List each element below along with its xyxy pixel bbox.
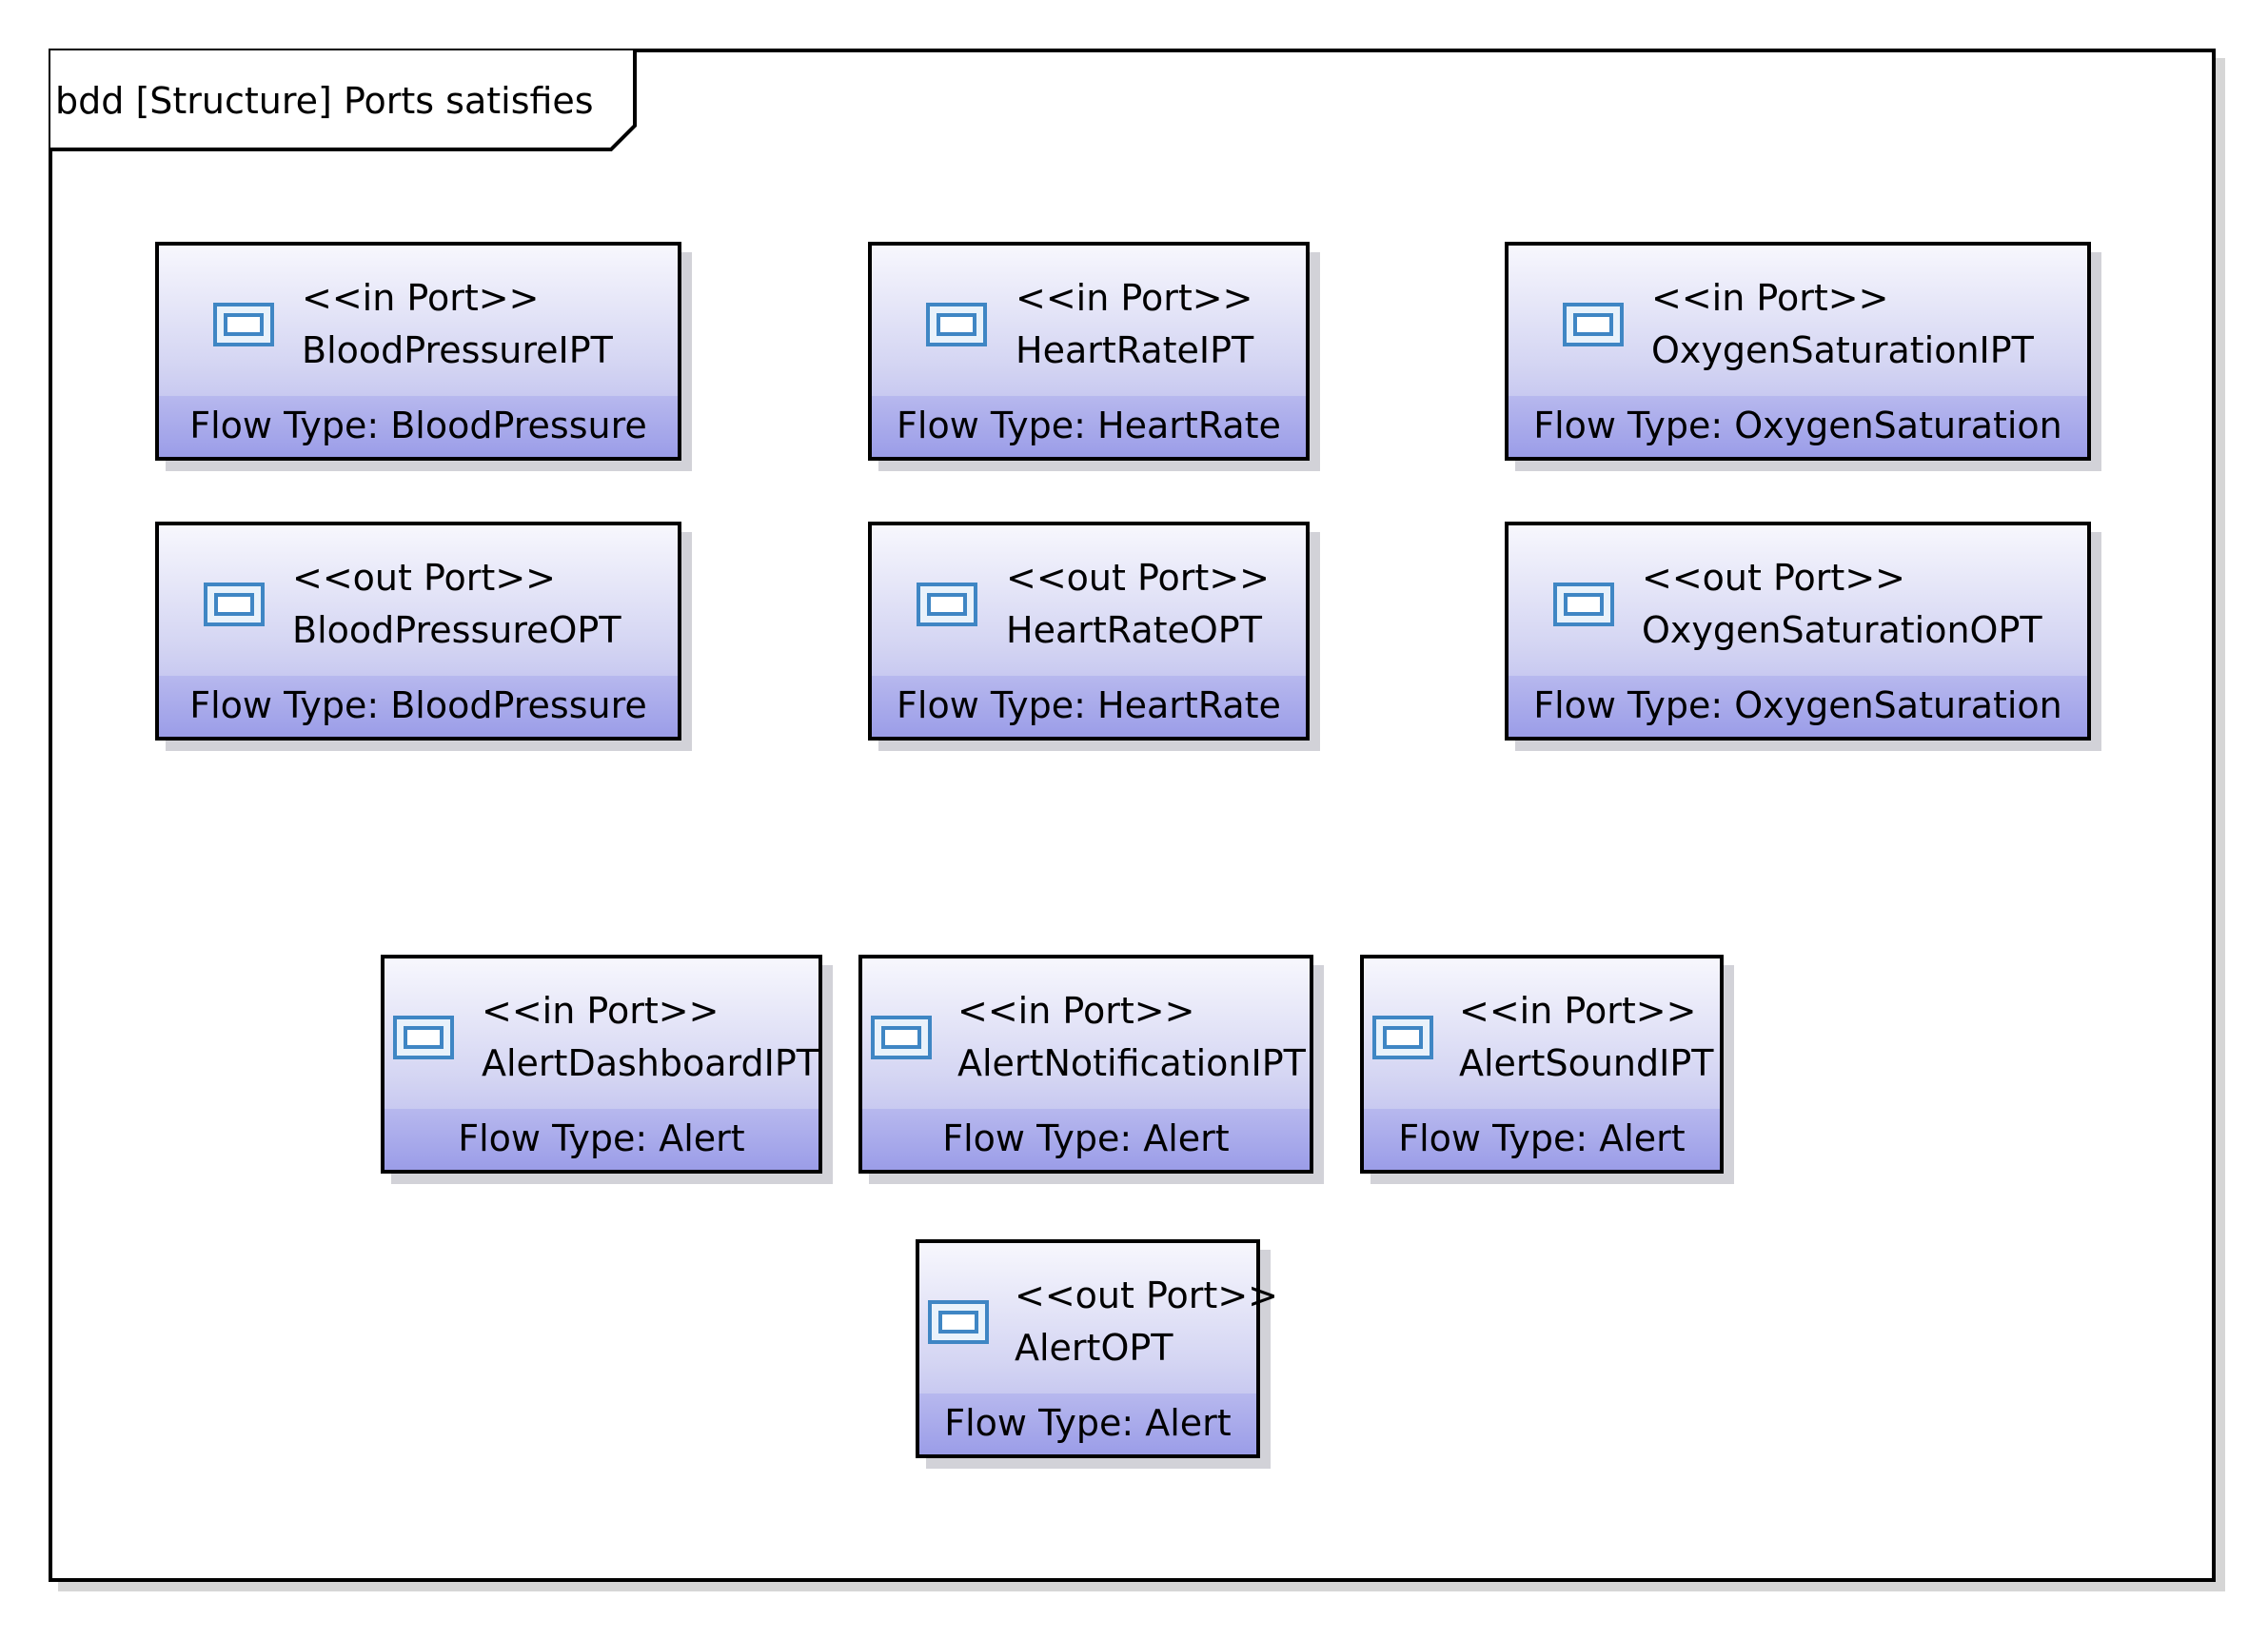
block-name: BloodPressureIPT bbox=[302, 329, 613, 371]
frame-title-tab bbox=[49, 49, 639, 153]
port-icon bbox=[871, 1016, 932, 1059]
block-flow-type: Flow Type: OxygenSaturation bbox=[1533, 405, 2062, 446]
port-icon bbox=[917, 583, 977, 626]
port-icon bbox=[926, 303, 987, 346]
block-stereotype: <<in Port>> bbox=[302, 277, 540, 319]
block-stereotype: <<in Port>> bbox=[957, 990, 1195, 1032]
block-stereotype: <<out Port>> bbox=[1006, 557, 1271, 599]
block-stereotype: <<out Port>> bbox=[292, 557, 557, 599]
port-icon bbox=[213, 303, 274, 346]
block-name: HeartRateOPT bbox=[1006, 609, 1262, 651]
port-icon bbox=[1372, 1016, 1433, 1059]
block-name: AlertDashboardIPT bbox=[482, 1042, 818, 1084]
port-block-heart-rate-ipt[interactable]: <<in Port>> HeartRateIPT Flow Type: Hear… bbox=[868, 242, 1310, 461]
block-flow-type: Flow Type: BloodPressure bbox=[189, 405, 647, 446]
flow-type-compartment bbox=[1509, 396, 2087, 457]
flow-type-compartment bbox=[872, 676, 1306, 737]
block-flow-type: Flow Type: BloodPressure bbox=[189, 684, 647, 726]
block-name: AlertNotificationIPT bbox=[957, 1042, 1306, 1084]
block-name: AlertSoundIPT bbox=[1459, 1042, 1714, 1084]
flow-type-compartment bbox=[862, 1109, 1310, 1170]
flow-type-compartment bbox=[1364, 1109, 1720, 1170]
port-block-blood-pressure-opt[interactable]: <<out Port>> BloodPressureOPT Flow Type:… bbox=[155, 522, 681, 741]
flow-type-compartment bbox=[385, 1109, 818, 1170]
port-icon bbox=[928, 1300, 989, 1344]
port-block-oxygen-saturation-ipt[interactable]: <<in Port>> OxygenSaturationIPT Flow Typ… bbox=[1505, 242, 2091, 461]
port-block-alert-dashboard-ipt[interactable]: <<in Port>> AlertDashboardIPT Flow Type:… bbox=[381, 955, 822, 1174]
flow-type-compartment bbox=[159, 396, 678, 457]
diagram-title: bdd [Structure] Ports satisfies bbox=[55, 80, 594, 122]
block-flow-type: Flow Type: HeartRate bbox=[897, 684, 1281, 726]
port-block-alert-notification-ipt[interactable]: <<in Port>> AlertNotificationIPT Flow Ty… bbox=[858, 955, 1313, 1174]
port-block-alert-sound-ipt[interactable]: <<in Port>> AlertSoundIPT Flow Type: Ale… bbox=[1360, 955, 1724, 1174]
block-name: AlertOPT bbox=[1015, 1327, 1173, 1369]
port-icon bbox=[1563, 303, 1624, 346]
port-block-blood-pressure-ipt[interactable]: <<in Port>> BloodPressureIPT Flow Type: … bbox=[155, 242, 681, 461]
block-flow-type: Flow Type: Alert bbox=[458, 1117, 745, 1159]
block-flow-type: Flow Type: HeartRate bbox=[897, 405, 1281, 446]
port-block-heart-rate-opt[interactable]: <<out Port>> HeartRateOPT Flow Type: Hea… bbox=[868, 522, 1310, 741]
port-icon bbox=[393, 1016, 454, 1059]
port-icon bbox=[204, 583, 265, 626]
block-name: OxygenSaturationIPT bbox=[1651, 329, 2034, 371]
block-name: BloodPressureOPT bbox=[292, 609, 621, 651]
flow-type-compartment bbox=[872, 396, 1306, 457]
block-flow-type: Flow Type: Alert bbox=[944, 1402, 1232, 1444]
block-stereotype: <<in Port>> bbox=[1016, 277, 1253, 319]
block-stereotype: <<in Port>> bbox=[1651, 277, 1889, 319]
block-stereotype: <<in Port>> bbox=[482, 990, 720, 1032]
flow-type-compartment bbox=[919, 1393, 1256, 1454]
block-stereotype: <<out Port>> bbox=[1642, 557, 1906, 599]
block-flow-type: Flow Type: OxygenSaturation bbox=[1533, 684, 2062, 726]
port-block-alert-opt[interactable]: <<out Port>> AlertOPT Flow Type: Alert bbox=[916, 1239, 1278, 1458]
block-flow-type: Flow Type: Alert bbox=[1398, 1117, 1686, 1159]
port-icon bbox=[1553, 583, 1614, 626]
block-stereotype: <<out Port>> bbox=[1015, 1274, 1279, 1316]
port-block-oxygen-saturation-opt[interactable]: <<out Port>> OxygenSaturationOPT Flow Ty… bbox=[1505, 522, 2091, 741]
block-name: HeartRateIPT bbox=[1016, 329, 1254, 371]
block-flow-type: Flow Type: Alert bbox=[942, 1117, 1230, 1159]
flow-type-compartment bbox=[1509, 676, 2087, 737]
block-name: OxygenSaturationOPT bbox=[1642, 609, 2042, 651]
block-stereotype: <<in Port>> bbox=[1459, 990, 1697, 1032]
flow-type-compartment bbox=[159, 676, 678, 737]
